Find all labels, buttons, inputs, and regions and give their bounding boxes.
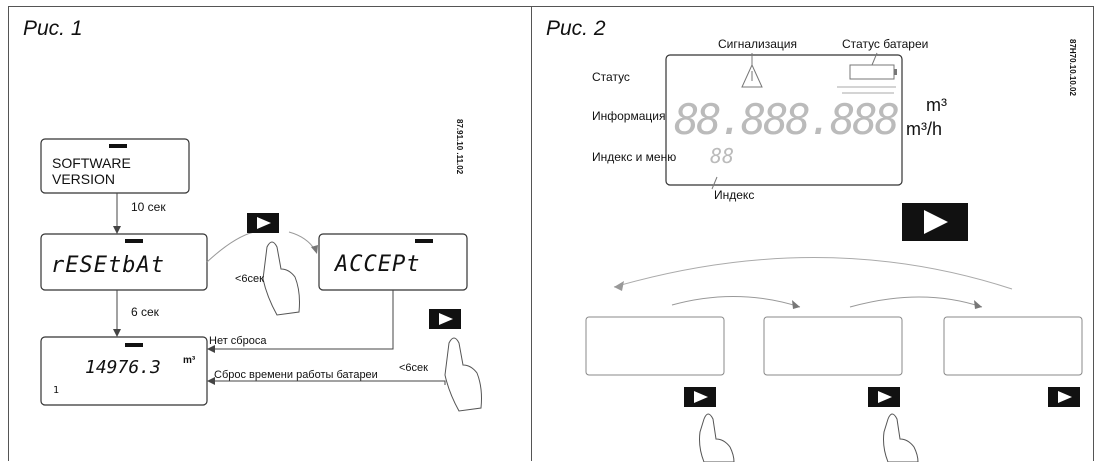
battery-indicator bbox=[109, 144, 127, 148]
label-status: Статус bbox=[592, 70, 630, 84]
label-lt6-a: <6сек bbox=[235, 273, 264, 285]
battery-indicator bbox=[125, 239, 143, 243]
arrow-10sec-head bbox=[113, 226, 121, 234]
lcd-digits: 88.888.888 bbox=[674, 95, 900, 144]
curve-right bbox=[288, 231, 316, 251]
label-index-menu: Индекс и меню bbox=[592, 150, 677, 164]
value-unit: m³ bbox=[183, 355, 196, 366]
value-index: 1 bbox=[53, 385, 60, 396]
hand-a bbox=[699, 413, 735, 462]
pointer-index bbox=[711, 176, 718, 190]
arc-outer bbox=[613, 257, 1013, 290]
battery-indicator bbox=[415, 239, 433, 243]
arc-right bbox=[849, 296, 983, 308]
software-line2: VERSION bbox=[52, 171, 116, 187]
curve-left bbox=[206, 231, 255, 263]
label-info: Информация bbox=[592, 109, 666, 123]
menu-box-1 bbox=[585, 316, 725, 376]
figure-2-panel: Рис. 2 87H70.10.10.02 bbox=[532, 6, 1094, 462]
alarm-triangle-icon bbox=[741, 63, 763, 88]
figure-1-panel: Рис. 1 87.91.10 .11.02 bbox=[8, 6, 532, 461]
software-line1: SOFTWARE bbox=[52, 155, 131, 171]
label-reset-battery: Сброс времени работы батареи bbox=[214, 369, 378, 381]
figure-2-title: Рис. 2 bbox=[546, 17, 606, 40]
lcd-index: 88 bbox=[710, 144, 735, 168]
unit-m3: m³ bbox=[926, 95, 947, 115]
value-text: 14976.3 bbox=[85, 357, 161, 378]
software-display bbox=[40, 138, 190, 194]
label-alarm: Сигнализация bbox=[718, 37, 798, 51]
arrow-reset-battery bbox=[213, 380, 446, 385]
figure-1-title: Рис. 1 bbox=[23, 17, 83, 40]
label-battery-status: Статус батареи bbox=[842, 37, 929, 51]
battery-indicator bbox=[125, 343, 143, 347]
hand-b bbox=[883, 413, 919, 462]
hand-2 bbox=[444, 337, 482, 412]
hand-1 bbox=[262, 241, 300, 316]
label-6sec: 6 сек bbox=[131, 305, 159, 319]
arc-left bbox=[671, 296, 801, 308]
label-lt6-b: <6сек bbox=[399, 362, 428, 374]
accept-text: ACCEPt bbox=[335, 252, 421, 277]
pointer-battery bbox=[871, 52, 878, 66]
arrow-6sec-head bbox=[113, 329, 121, 337]
figure-1-diagram bbox=[40, 138, 482, 412]
label-index: Индекс bbox=[714, 188, 755, 202]
label-10sec: 10 сек bbox=[131, 200, 166, 214]
arrow-no-reset bbox=[213, 290, 394, 350]
value-display bbox=[40, 336, 208, 406]
curve-right-head bbox=[311, 245, 318, 254]
unit-m3h: m³/h bbox=[906, 119, 942, 139]
menu-box-3 bbox=[943, 316, 1083, 376]
menu-box-2 bbox=[763, 316, 903, 376]
figure-2-diagram bbox=[585, 52, 1083, 462]
label-no-reset: Нет сброса bbox=[209, 335, 267, 347]
reset-text: rESEtbAt bbox=[51, 253, 165, 278]
